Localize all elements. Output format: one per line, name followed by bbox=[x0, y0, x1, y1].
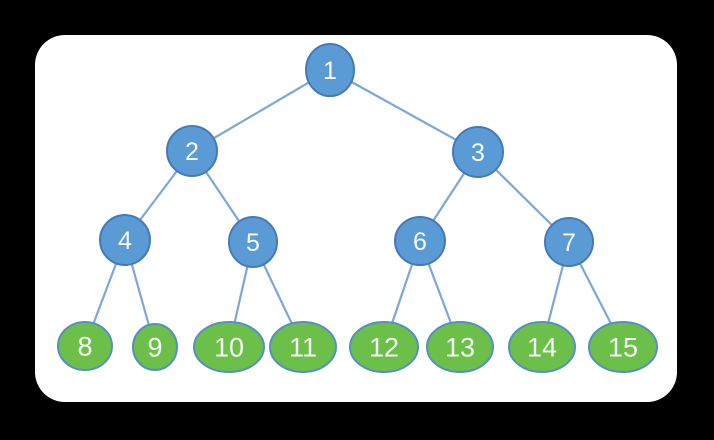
leaf-node-shape bbox=[508, 321, 576, 373]
tree-edge-1-3 bbox=[329, 69, 479, 153]
tree-node-7: 7 bbox=[544, 217, 594, 267]
internal-node-shape bbox=[228, 216, 278, 268]
leaf-node-shape bbox=[426, 321, 494, 373]
tree-node-6: 6 bbox=[394, 216, 446, 266]
tree-node-5: 5 bbox=[228, 216, 278, 268]
leaf-node-shape bbox=[269, 321, 337, 373]
tree-node-3: 3 bbox=[452, 126, 504, 178]
internal-node-shape bbox=[99, 214, 151, 266]
leaf-node-shape bbox=[132, 323, 178, 371]
tree-node-10: 10 bbox=[193, 321, 265, 373]
tree-node-13: 13 bbox=[426, 321, 494, 373]
tree-node-12: 12 bbox=[349, 321, 419, 373]
leaf-node-shape bbox=[57, 321, 113, 371]
internal-node-shape bbox=[544, 217, 594, 267]
leaf-node-shape bbox=[349, 321, 419, 373]
tree-node-9: 9 bbox=[132, 323, 178, 371]
tree-node-8: 8 bbox=[57, 321, 113, 371]
leaf-node-shape bbox=[588, 321, 658, 373]
tree-node-4: 4 bbox=[99, 214, 151, 266]
tree-node-15: 15 bbox=[588, 321, 658, 373]
internal-node-shape bbox=[166, 125, 218, 177]
tree-node-1: 1 bbox=[305, 43, 355, 97]
tree-node-11: 11 bbox=[269, 321, 337, 373]
internal-node-shape bbox=[305, 43, 355, 97]
leaf-node-shape bbox=[193, 321, 265, 373]
tree-node-2: 2 bbox=[166, 125, 218, 177]
internal-node-shape bbox=[394, 216, 446, 266]
tree-edge-1-2 bbox=[191, 69, 331, 152]
tree-node-14: 14 bbox=[508, 321, 576, 373]
internal-node-shape bbox=[452, 126, 504, 178]
